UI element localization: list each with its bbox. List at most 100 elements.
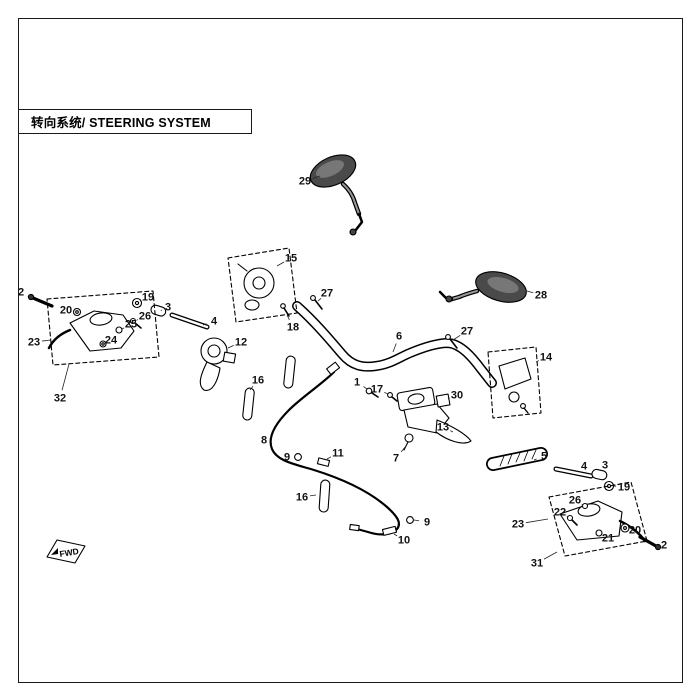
callout-26: 26 xyxy=(139,311,151,323)
spacer-16b xyxy=(283,355,296,389)
leader-line-12 xyxy=(227,344,234,349)
leader-line-17 xyxy=(384,391,389,395)
screw-22 xyxy=(566,514,574,522)
brake-lever-13 xyxy=(435,419,472,444)
leader-line-16 xyxy=(249,385,254,391)
leader-line-2 xyxy=(28,294,31,297)
throttle-lever xyxy=(199,361,221,391)
cable-clamp-9-left xyxy=(294,453,302,461)
callout-5: 5 xyxy=(541,451,547,463)
nut-25 xyxy=(115,326,123,334)
leader-line-16 xyxy=(309,494,317,497)
callout-4: 4 xyxy=(211,316,218,328)
bolt-2-left xyxy=(27,293,54,308)
leader-line-27 xyxy=(452,334,461,341)
callout-2: 2 xyxy=(18,287,24,299)
callout-21: 21 xyxy=(602,533,614,545)
grip-rod-right xyxy=(553,466,594,479)
callout-27: 27 xyxy=(461,326,473,338)
fwd-symbol: FWD xyxy=(46,539,86,564)
screw-27-right xyxy=(445,334,458,349)
callout-10: 10 xyxy=(398,535,410,547)
leader-line-3 xyxy=(160,309,163,311)
leader-line-27 xyxy=(317,298,322,302)
cable-clamp-11 xyxy=(316,457,331,467)
callout-23: 23 xyxy=(512,519,524,531)
screw-26-right xyxy=(581,502,589,510)
callout-2: 2 xyxy=(661,540,667,552)
callout-28: 28 xyxy=(535,290,547,302)
callout-16: 16 xyxy=(252,375,264,387)
callout-20: 20 xyxy=(60,305,72,317)
cable-end-fitting xyxy=(326,361,341,375)
leader-line-29 xyxy=(312,175,321,179)
leader-line-1 xyxy=(363,386,368,390)
nut-21 xyxy=(595,529,603,537)
dashed-box-15 xyxy=(227,247,298,323)
handlebar xyxy=(292,301,497,388)
callout-18: 18 xyxy=(287,322,299,334)
spacer-16a xyxy=(242,387,255,421)
switch-assembly-left xyxy=(227,247,298,323)
leader-line-14 xyxy=(535,360,540,363)
title-box: 转向系统/ STEERING SYSTEM xyxy=(18,109,252,134)
leader-line-22 xyxy=(566,515,569,518)
leader-line-25 xyxy=(121,327,125,330)
leader-line-28 xyxy=(526,290,534,294)
callout-26: 26 xyxy=(569,495,581,507)
callout-11: 11 xyxy=(332,448,344,460)
lever-housing-left xyxy=(69,310,135,352)
leader-line-6 xyxy=(392,343,397,353)
screw-27-top xyxy=(310,295,323,310)
fwd-arrow-icon xyxy=(51,548,58,555)
callout-8: 8 xyxy=(261,435,267,447)
banjo-7 xyxy=(404,433,414,443)
callout-20: 20 xyxy=(629,525,641,537)
leader-line-23 xyxy=(525,518,549,524)
callout-17: 17 xyxy=(371,384,383,396)
leader-line-9 xyxy=(413,519,420,522)
leader-line-13 xyxy=(449,430,454,433)
callout-3: 3 xyxy=(602,460,608,472)
grip-right xyxy=(486,447,548,471)
leader-line-23 xyxy=(41,339,52,342)
washer-19-left xyxy=(131,297,143,309)
callout-19: 19 xyxy=(618,482,630,494)
grip-rod-left xyxy=(169,312,210,330)
fwd-label: FWD xyxy=(59,546,80,559)
leader-line-32 xyxy=(61,363,70,391)
leader-line-10 xyxy=(393,533,398,537)
callout-1: 1 xyxy=(354,377,360,389)
lever-blade-left xyxy=(47,328,72,350)
reservoir-cap xyxy=(407,393,425,405)
callout-31: 31 xyxy=(531,558,543,570)
cable-barrel xyxy=(349,523,360,532)
callout-7: 7 xyxy=(393,453,399,465)
washer-20-left xyxy=(72,307,82,317)
callout-9: 9 xyxy=(424,517,430,529)
callout-27: 27 xyxy=(321,288,333,300)
page-title: 转向系统/ STEERING SYSTEM xyxy=(31,116,211,130)
screw-26-left xyxy=(129,317,137,325)
screw-17 xyxy=(387,392,398,402)
leader-line-7 xyxy=(400,445,407,453)
callout-6: 6 xyxy=(396,331,402,343)
cable-clamp-9-right xyxy=(406,516,414,524)
lever-housing-right xyxy=(559,500,623,541)
callout-13: 13 xyxy=(437,422,449,434)
lever-assembly-left xyxy=(46,290,160,366)
washer-24 xyxy=(99,340,107,348)
master-cylinder xyxy=(396,386,472,451)
brake-cable xyxy=(269,361,414,536)
bushing-3-right xyxy=(591,468,608,481)
leader-line-11 xyxy=(326,456,332,460)
mirror-left xyxy=(309,154,364,236)
mirror-right xyxy=(438,271,527,303)
callout-29: 29 xyxy=(299,176,311,188)
callout-32: 32 xyxy=(54,393,66,405)
leader-line-4 xyxy=(202,323,207,326)
callout-12: 12 xyxy=(235,337,247,349)
bolt-1 xyxy=(365,387,379,398)
